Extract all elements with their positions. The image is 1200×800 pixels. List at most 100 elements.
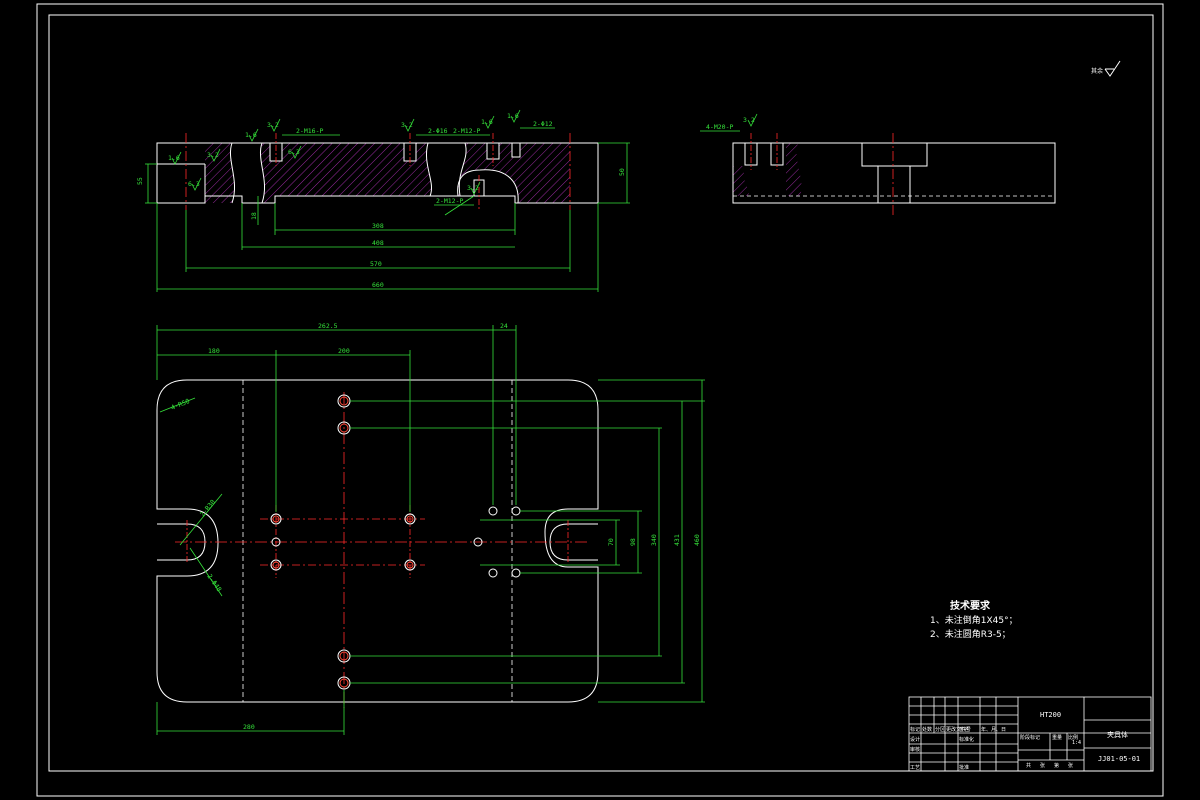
dim-radius: 4-R50 [170, 397, 191, 412]
dim-left-180: 180 [208, 347, 220, 355]
roughness-mark-value: 1.6 [481, 118, 493, 126]
roughness-mark-icon [210, 148, 221, 162]
side-view [732, 133, 1056, 215]
tapped-hole [511, 142, 521, 158]
dim-right-b: 98 [629, 538, 637, 546]
roughness-mark-value: 3.2 [267, 121, 279, 129]
roughness-marks: 1.6 3.2 1.6 3.2 6.3 3.2 6.3 1.6 1.6 3.2 3.2 [168, 109, 758, 195]
callout-phi12: 2-Φ12 [533, 120, 553, 128]
roughness-mark-icon [171, 151, 182, 165]
title-block-label: 比例 [1068, 734, 1078, 741]
title-block-label: 标记 [910, 726, 920, 733]
tb-scale: 1:4 [1072, 740, 1081, 746]
plate-outline [156, 379, 599, 703]
break-line [230, 142, 236, 204]
title-block-label: 阶段标记 [1020, 734, 1040, 741]
outer-frame [36, 3, 1164, 797]
title-block-label: 年、月、日 [981, 726, 1006, 733]
title-block-label: 重量 [1052, 734, 1062, 741]
tb-material: HT200 [1040, 711, 1061, 719]
callout-m12-bottom: 2-M12-P [436, 197, 463, 205]
roughness-mark-icon [510, 109, 521, 123]
roughness-mark-icon [291, 145, 302, 159]
title-block-label: 更改文件号 [946, 726, 971, 733]
side-roughness-icon [747, 113, 758, 127]
dim-left-200: 200 [338, 347, 350, 355]
title-block-label: 分区 [935, 726, 945, 733]
title-block-label: 设计 [910, 736, 920, 743]
roughness-mark-icon [270, 118, 281, 132]
roughness-mark-value: 1.6 [245, 131, 257, 139]
section-dimensions [145, 142, 630, 292]
side-slot [861, 142, 928, 167]
title-block-label: 审核 [910, 746, 920, 753]
roughness-mark-icon [404, 118, 415, 132]
roughness-mark-value: 3.2 [207, 151, 219, 159]
dim-660: 660 [372, 281, 384, 289]
tech-note-2: 2、未注圆角R3-5； [930, 628, 1011, 640]
side-bore [877, 165, 911, 204]
title-block-label: 标准化 [959, 736, 974, 743]
plan-view [156, 379, 599, 708]
roughness-mark-value: 6.3 [188, 180, 200, 188]
dim-50: 50 [618, 168, 626, 176]
roughness-symbol: 其余 [1091, 60, 1121, 77]
dim-right-d: 431 [673, 534, 681, 546]
callout-m16-mid: 2-Φ16 [428, 127, 448, 135]
dim-308: 308 [372, 222, 384, 230]
callout-m12-top: 2-M12-P [453, 127, 480, 135]
side-hatch [733, 166, 749, 196]
roughness-mark-value: 3.2 [401, 121, 413, 129]
break-line [458, 142, 467, 197]
title-block-labels: 标记处数分区更改文件号签名 年、月、日设计 标准化审核工艺 批准 阶段标记 重量比例共 张 第… [910, 726, 1078, 771]
title-block [908, 696, 1152, 772]
roughness-mark-icon [191, 177, 202, 191]
hatch-mid [260, 143, 432, 203]
roughness-mark-value: 6.3 [288, 148, 300, 156]
roughness-mark-icon [248, 128, 259, 142]
dim-55: 55 [136, 177, 144, 185]
roughness-mark-value: 1.6 [168, 154, 180, 162]
dim-top-small: 24 [500, 322, 508, 330]
break-line [457, 169, 519, 204]
section-view [156, 133, 599, 210]
tb-drawing-no: JJ01-05-01 [1098, 755, 1140, 763]
roughness-mark-icon [470, 181, 481, 195]
roughness-mark-icon [484, 115, 495, 129]
roughness-check-icon [1104, 60, 1121, 77]
plan-holes [270, 394, 521, 690]
roughness-mark-value: 3.2 [467, 184, 479, 192]
dim-408: 408 [372, 239, 384, 247]
break-line [260, 142, 266, 204]
title-block-label: 处数 [922, 726, 932, 733]
title-block-label: 第 [1054, 762, 1059, 769]
side-roughness-value: 3.2 [743, 116, 755, 124]
tb-part-name: 夹具体 [1107, 730, 1128, 739]
title-block-label: 批准 [959, 764, 969, 771]
dim-right-a: 70 [607, 538, 615, 546]
title-block-label: 签名 [959, 726, 969, 733]
side-hatch-2 [786, 143, 802, 196]
title-block-label: 共 [1026, 762, 1031, 769]
callout-m16-left: 2-M16-P [296, 127, 323, 135]
roughness-prefix: 其余 [1091, 67, 1103, 75]
dim-right-e: 460 [693, 534, 701, 546]
plan-dimensions [156, 325, 705, 735]
break-line [426, 142, 432, 197]
title-block-label: 张 [1068, 762, 1073, 769]
dim-slot-r2: 2-Φ48 [205, 573, 223, 594]
dim-bottom-280: 280 [243, 723, 255, 731]
dim-top-overall: 262.5 [318, 322, 338, 330]
callout-leaders [282, 127, 740, 216]
tech-note-1: 1、未注倒角1X45°； [930, 614, 1018, 626]
side-callout: 4-M20-P [706, 123, 733, 131]
dim-right-c: 340 [650, 534, 658, 546]
title-block-label: 工艺 [910, 765, 920, 771]
inner-frame [48, 14, 1154, 772]
tech-notes-title: 技术要求 [950, 599, 991, 612]
dim-18: 18 [250, 212, 258, 220]
title-block-label: 张 [1040, 762, 1045, 769]
roughness-mark-value: 1.6 [507, 112, 519, 120]
hatch-right [457, 143, 570, 203]
